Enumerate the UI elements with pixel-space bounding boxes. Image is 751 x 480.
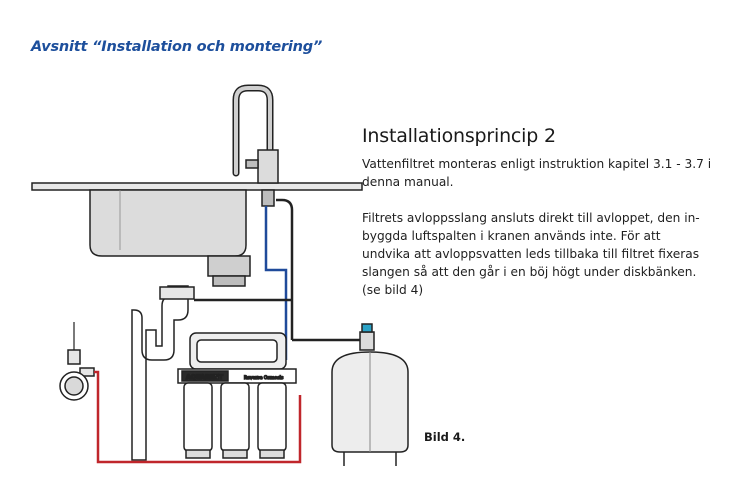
page-title: Installationsprincip 2 bbox=[362, 125, 556, 147]
tank-connection bbox=[292, 323, 375, 351]
drain-trap bbox=[131, 285, 195, 461]
ro-unit: AQUARENT Reverse Osmosis bbox=[177, 332, 297, 459]
content: Installationsprincip 2 Vattenfiltret mon… bbox=[362, 125, 712, 299]
drain-hose bbox=[194, 198, 294, 340]
paragraph-2: Filtrets avloppsslang ansluts direkt til… bbox=[362, 211, 700, 297]
pressure-tank bbox=[331, 351, 409, 466]
sink-basin bbox=[89, 189, 251, 287]
counter-top bbox=[31, 182, 363, 191]
shut-off-valve bbox=[59, 322, 95, 401]
unit-label: Reverse Osmosis bbox=[244, 375, 284, 381]
section-header: Avsnitt “Installation och montering” bbox=[31, 39, 323, 55]
feed-water-line bbox=[94, 370, 302, 464]
figure-caption: Bild 4. bbox=[424, 430, 466, 444]
pure-water-line bbox=[264, 206, 288, 360]
faucet bbox=[232, 84, 279, 207]
paragraph-1: Vattenfiltret monteras enligt instruktio… bbox=[362, 157, 712, 189]
brand-label: AQUARENT bbox=[186, 374, 224, 381]
